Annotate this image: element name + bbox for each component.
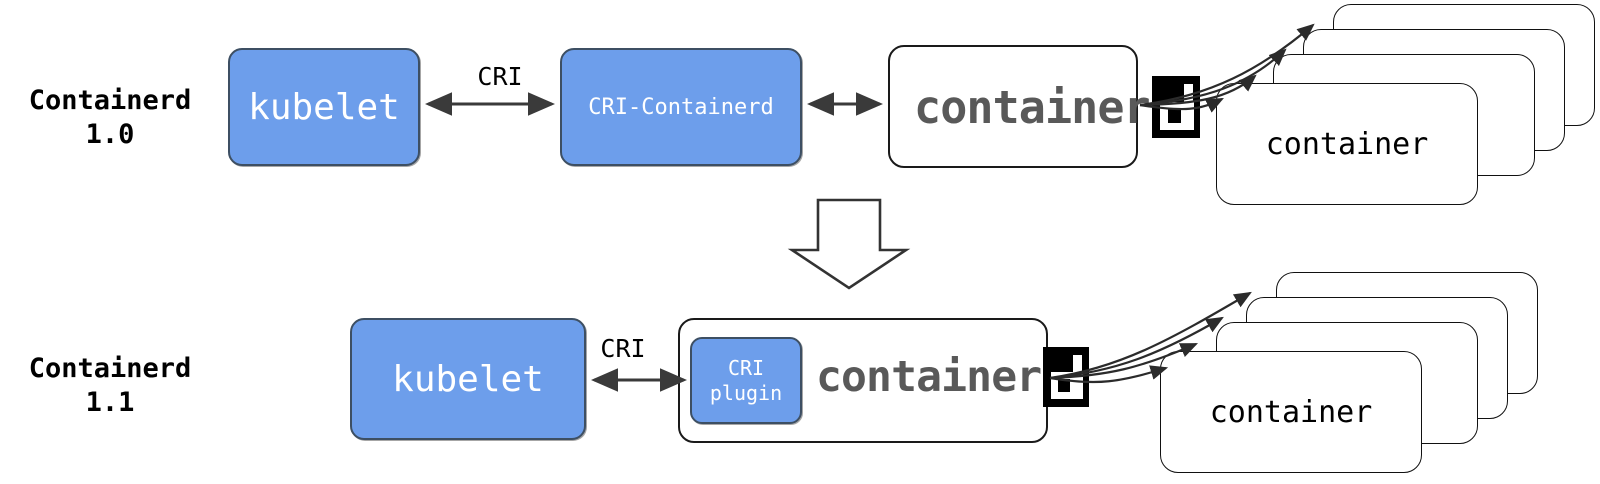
node-container-v11-1-label: container: [1209, 394, 1373, 430]
node-cri-plugin-v11[interactable]: CRI plugin: [690, 337, 802, 424]
node-container-v10-1[interactable]: container: [1216, 83, 1478, 205]
transition-down-arrow: [787, 198, 911, 290]
row-label-containerd-1-1: Containerd 1.1: [28, 353, 192, 418]
node-kubelet-v10[interactable]: kubelet: [228, 48, 420, 166]
containerd-logo-d-square-v10: [1151, 76, 1200, 138]
node-containerd-v10[interactable]: [888, 45, 1138, 168]
node-container-v11-1[interactable]: container: [1160, 351, 1422, 473]
node-cri-containerd-v10[interactable]: CRI-Containerd: [560, 48, 802, 166]
containerd-logo-word-v10: container: [914, 80, 1151, 134]
node-kubelet-v10-label: kubelet: [248, 86, 400, 128]
containerd-logo-v11: container: [816, 347, 1090, 407]
node-kubelet-v11-label: kubelet: [392, 358, 544, 400]
edge-label-cri-v10: CRI: [477, 62, 523, 91]
containerd-logo-d-square-v11: [1043, 347, 1090, 407]
containerd-logo-v10: container: [914, 76, 1200, 138]
edge-label-cri-v11: CRI: [600, 334, 646, 363]
node-kubelet-v11[interactable]: kubelet: [350, 318, 586, 440]
node-cri-plugin-v11-label: CRI plugin: [709, 355, 783, 405]
row-label-containerd-1-0: Containerd 1.0: [28, 85, 192, 150]
node-cri-containerd-v10-label: CRI-Containerd: [588, 94, 774, 120]
containerd-logo-word-v11: container: [816, 351, 1042, 402]
node-container-v10-1-label: container: [1265, 126, 1429, 162]
